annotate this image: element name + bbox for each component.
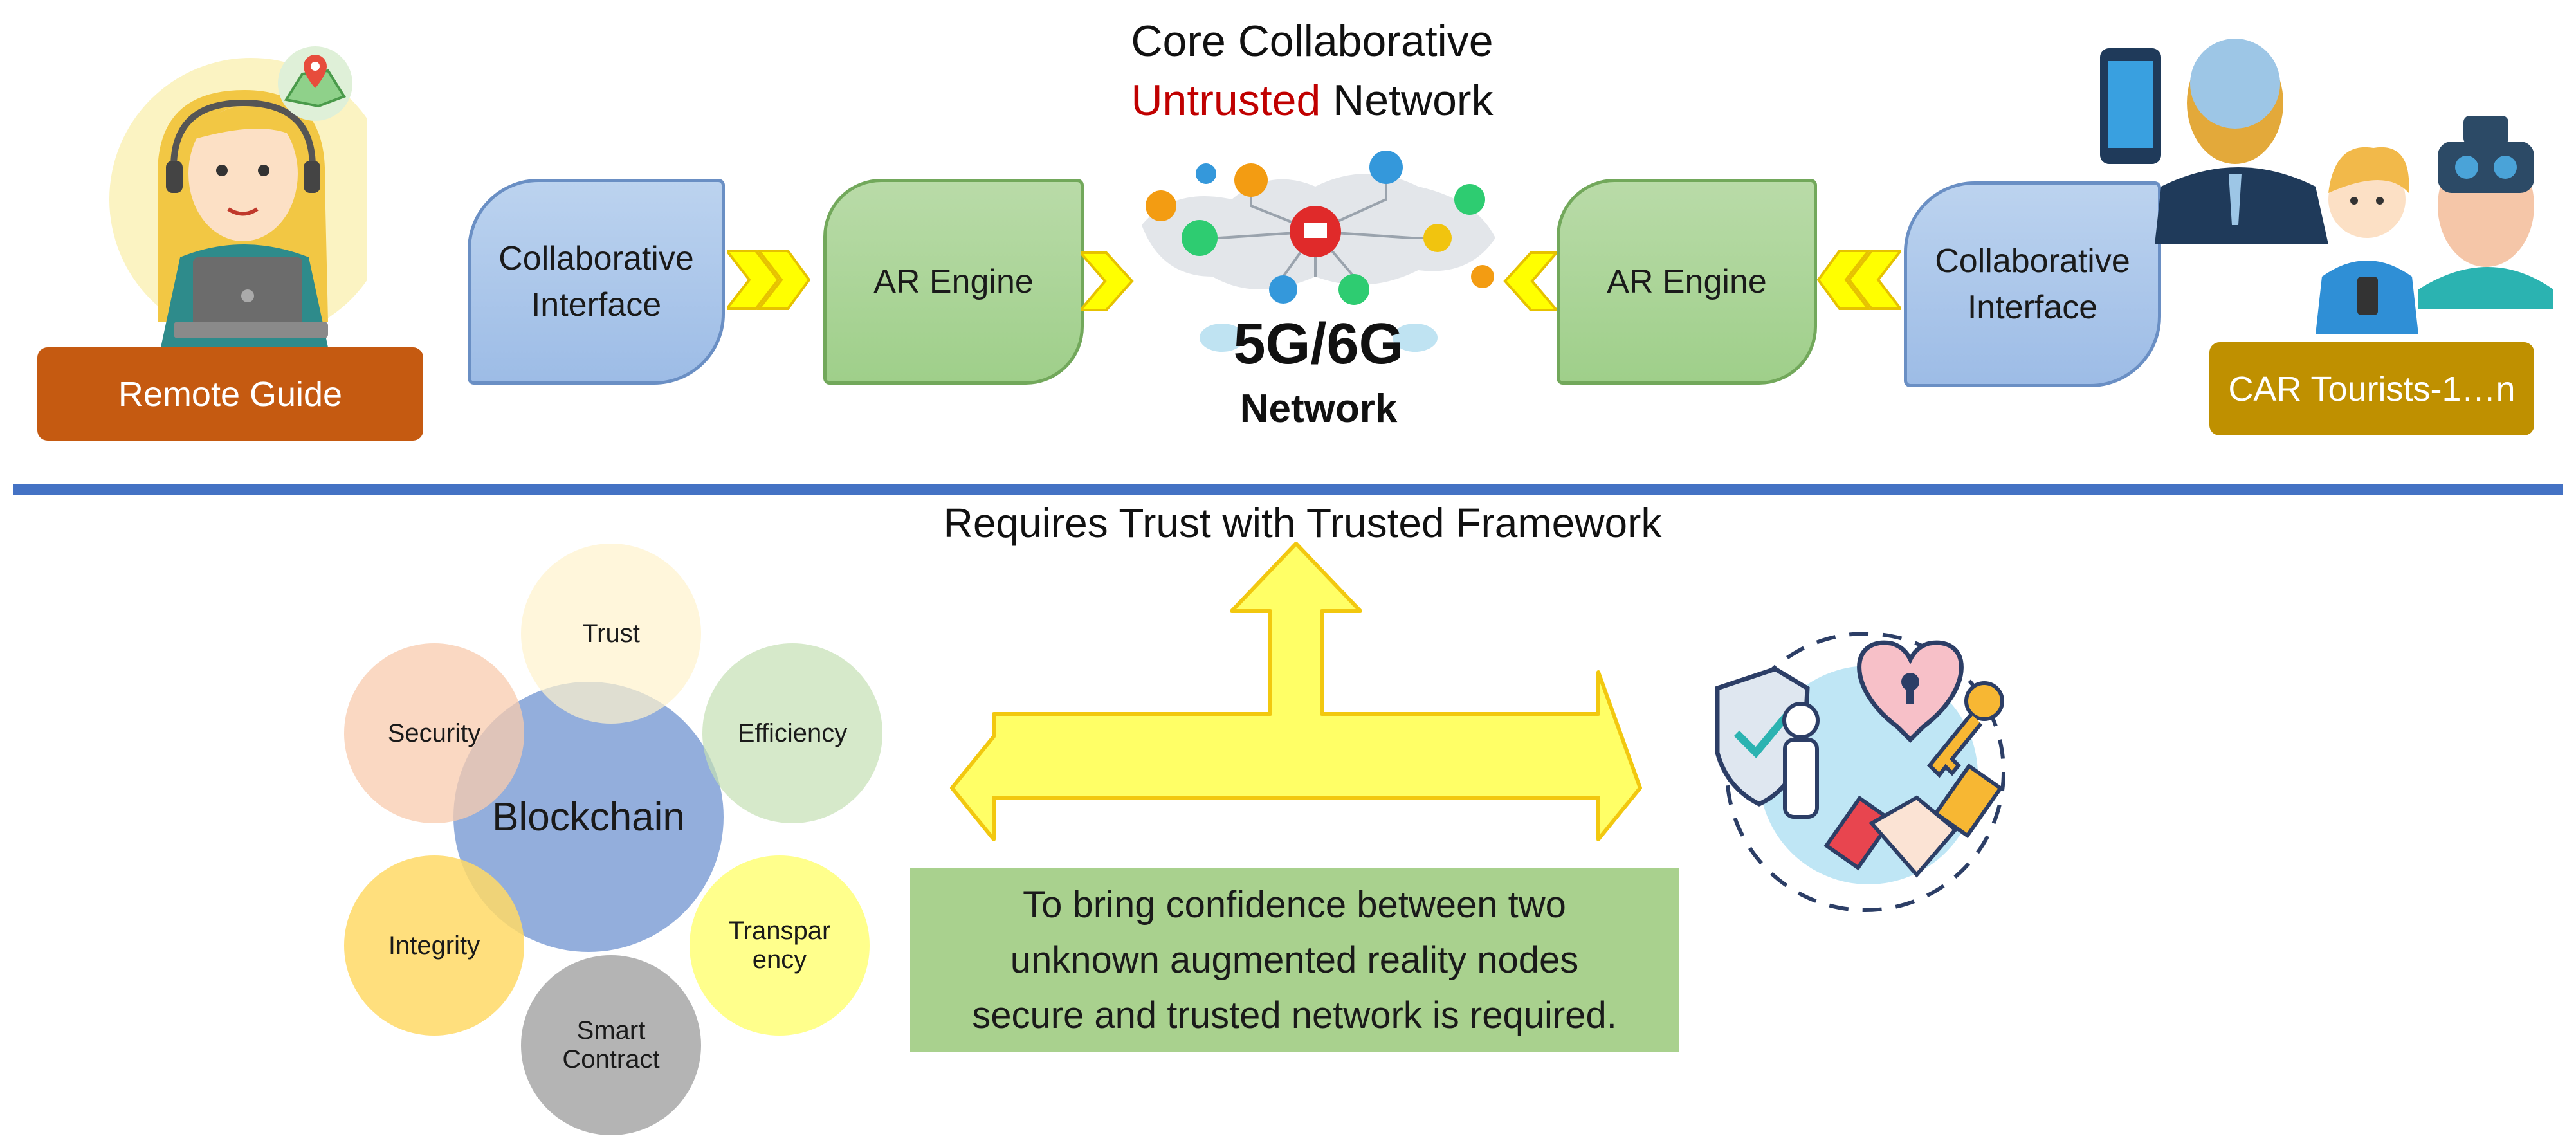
remote-guide-illustration	[96, 45, 392, 347]
handshake-icon	[1823, 763, 2004, 878]
right-ar-engine: AR Engine	[1557, 179, 1817, 385]
petal-transparency-line1: Transpar	[728, 917, 831, 945]
left-collaborative-interface: Collaborative Interface	[468, 179, 725, 385]
message-line3: secure and trusted network is required.	[972, 994, 1617, 1036]
trust-illustration	[1698, 630, 2007, 913]
left-interface-line2: Interface	[531, 286, 662, 324]
section-divider	[13, 484, 2563, 495]
petal-transparency: Transpar ency	[690, 855, 870, 1036]
network-generation-label: 5G/6G	[1233, 311, 1404, 376]
map-pin-icon	[278, 46, 352, 121]
message-line1: To bring confidence between two	[1023, 883, 1566, 926]
chevron-arrow-icon	[1502, 251, 1560, 312]
support-agent-icon	[109, 58, 392, 347]
tourists-label: CAR Tourists-1…n	[2209, 342, 2534, 435]
chevron-arrow-icon	[1077, 251, 1135, 312]
chevron-arrow-icon	[724, 248, 811, 312]
message-line2: unknown augmented reality nodes	[1010, 938, 1579, 981]
petal-security: Security	[344, 643, 524, 823]
tourists-illustration	[2084, 32, 2560, 341]
right-interface-line1: Collaborative	[1935, 242, 2130, 280]
petal-smart-contract-line2: Contract	[562, 1045, 660, 1074]
chevron-arrow-icon	[1816, 248, 1904, 312]
remote-guide-label: Remote Guide	[37, 347, 423, 441]
petal-smart-contract-line1: Smart	[576, 1016, 646, 1045]
core-title-line2: Untrusted Network	[1131, 71, 1493, 130]
petal-integrity: Integrity	[344, 855, 524, 1036]
petal-efficiency: Efficiency	[702, 643, 882, 823]
right-interface-line2: Interface	[1967, 289, 2098, 326]
phone-user-icon	[2100, 39, 2328, 244]
trust-message-box: To bring confidence between two unknown …	[910, 868, 1679, 1052]
network-word: Network	[1320, 76, 1494, 125]
petal-smart-contract: Smart Contract	[521, 955, 701, 1135]
core-network-title: Core Collaborative Untrusted Network	[1055, 10, 1569, 132]
trust-framework-title: Requires Trust with Trusted Framework	[943, 499, 1662, 546]
petal-transparency-line2: ency	[752, 946, 807, 974]
vr-headset-icon	[2418, 116, 2553, 309]
world-map-icon	[1122, 129, 1508, 360]
map-pin-badge	[273, 45, 357, 122]
key-icon	[1926, 681, 2004, 778]
petal-trust: Trust	[521, 544, 701, 724]
trust-arrow	[949, 540, 1643, 849]
heart-lock-icon	[1857, 640, 1964, 743]
core-title-line1: Core Collaborative	[1131, 17, 1494, 66]
right-collaborative-interface: Collaborative Interface	[1904, 181, 2161, 387]
shield-user-icon	[1715, 666, 1820, 819]
left-ar-engine: AR Engine	[823, 179, 1084, 385]
network-label: Network	[1239, 386, 1398, 431]
untrusted-word: Untrusted	[1131, 76, 1321, 125]
cloud-icon	[1196, 309, 1441, 360]
left-interface-line1: Collaborative	[498, 240, 694, 277]
